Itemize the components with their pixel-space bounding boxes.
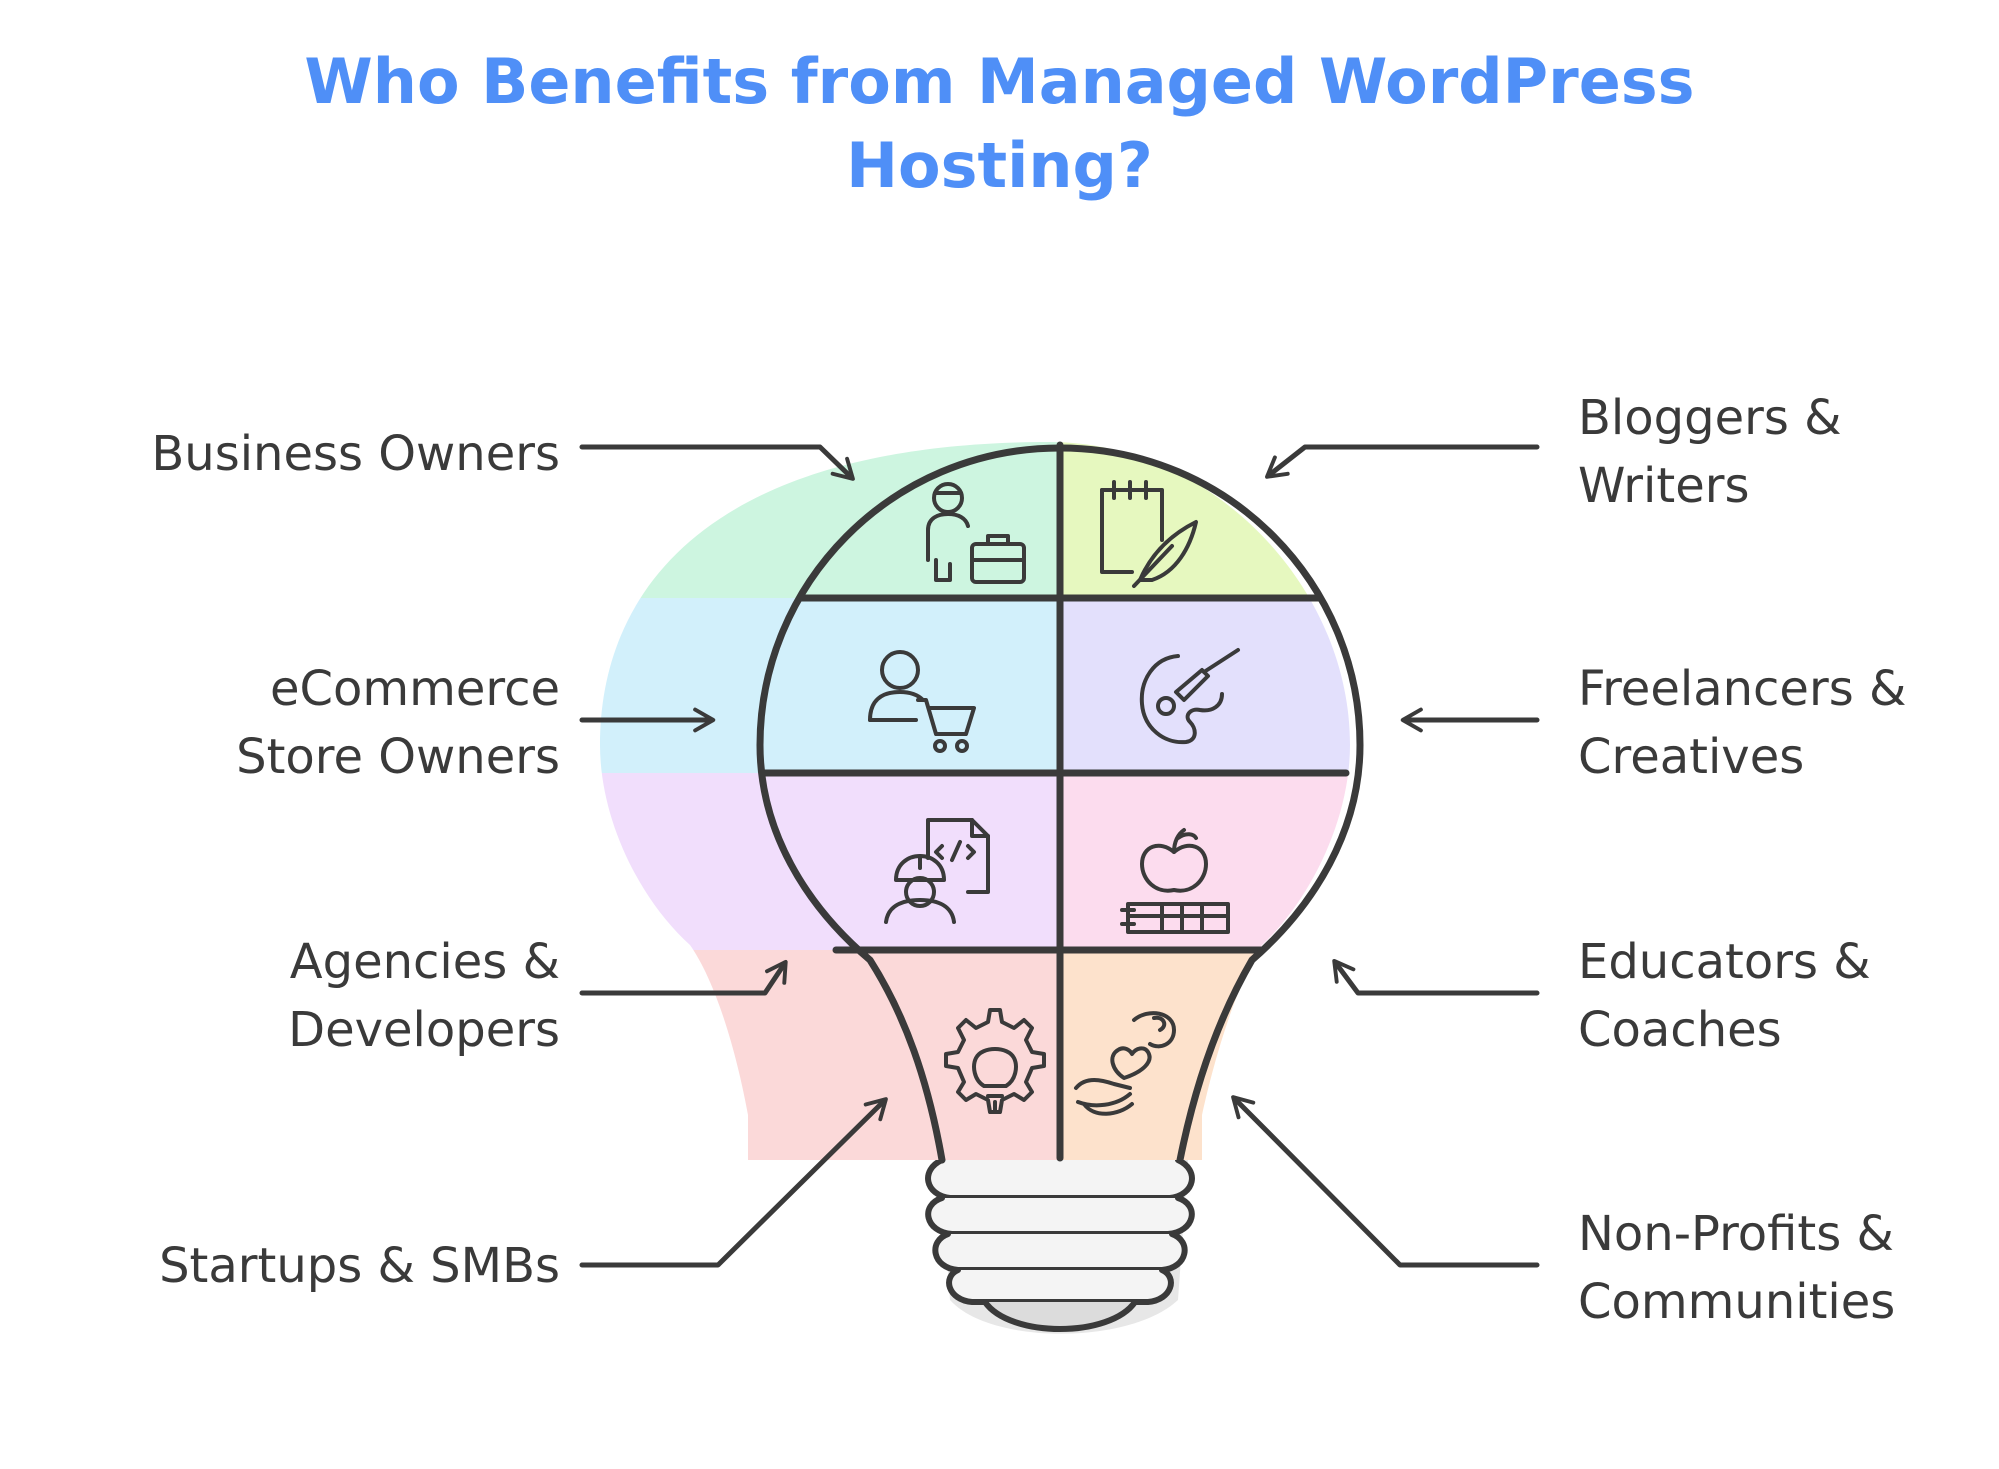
apple-books-icon [1120, 828, 1230, 934]
section-business-owners [600, 442, 1060, 598]
base-tip [982, 1299, 1138, 1332]
label-business-owners: Business Owners [0, 420, 560, 488]
palette-brush-icon [1139, 648, 1240, 745]
arrow-nonprofits [1231, 1095, 1540, 1268]
arrow-agencies [579, 959, 788, 996]
hands-heart-icon [1074, 1011, 1176, 1116]
base-ring-3 [932, 1231, 1188, 1273]
gear-lightbulb-icon [944, 1008, 1046, 1114]
section-startups [600, 950, 1060, 1160]
bulb-outline [756, 444, 1364, 1164]
label-educators-coaches: Educators & Coaches [1578, 928, 1999, 1064]
label-line: Startups & SMBs [159, 1238, 560, 1294]
arrow-educators [1332, 959, 1540, 996]
diagram-title: Who Benefits from Managed WordPress Host… [0, 40, 1999, 208]
label-freelancers-creatives: Freelancers & Creatives [1578, 655, 1999, 791]
base-ring-4 [946, 1267, 1174, 1305]
label-agencies-developers: Agencies & Developers [0, 928, 560, 1064]
label-line: Bloggers & [1578, 390, 1842, 446]
label-startups-smbs: Startups & SMBs [0, 1232, 560, 1300]
developer-code-icon [884, 818, 990, 924]
bulb-dividers [758, 441, 1350, 1162]
label-line: Business Owners [151, 426, 560, 482]
label-line: Developers [288, 1002, 560, 1058]
notepad-quill-icon [1100, 480, 1198, 588]
arrow-business-owners [579, 444, 855, 481]
section-ecommerce [600, 598, 1060, 773]
section-agencies [600, 773, 1060, 950]
section-freelancers [1060, 598, 1350, 773]
person-cart-icon [868, 650, 976, 753]
label-line: Store Owners [236, 729, 560, 785]
title-line-2: Hosting? [846, 129, 1153, 202]
label-line: Communities [1578, 1274, 1896, 1330]
label-line: Writers [1578, 458, 1750, 514]
label-line: Coaches [1578, 1002, 1782, 1058]
base-ring-2 [925, 1195, 1195, 1237]
bulb-base [925, 1157, 1195, 1334]
title-line-1: Who Benefits from Managed WordPress [304, 45, 1695, 118]
arrows [579, 444, 1540, 1268]
label-line: Freelancers & [1578, 661, 1907, 717]
label-line: Non-Profits & [1578, 1206, 1894, 1262]
label-nonprofits-communities: Non-Profits & Communities [1578, 1200, 1999, 1336]
arrow-startups [579, 1097, 888, 1268]
label-line: Creatives [1578, 729, 1805, 785]
arrow-bloggers [1265, 444, 1540, 479]
businessman-briefcase-icon [926, 482, 1026, 584]
label-line: Agencies & [289, 934, 560, 990]
label-line: eCommerce [269, 661, 560, 717]
bulb-sections [600, 442, 1350, 1160]
label-ecommerce-store-owners: eCommerce Store Owners [0, 655, 560, 791]
label-line: Educators & [1578, 934, 1871, 990]
label-bloggers-writers: Bloggers & Writers [1578, 384, 1999, 520]
base-ring-1 [925, 1157, 1195, 1201]
